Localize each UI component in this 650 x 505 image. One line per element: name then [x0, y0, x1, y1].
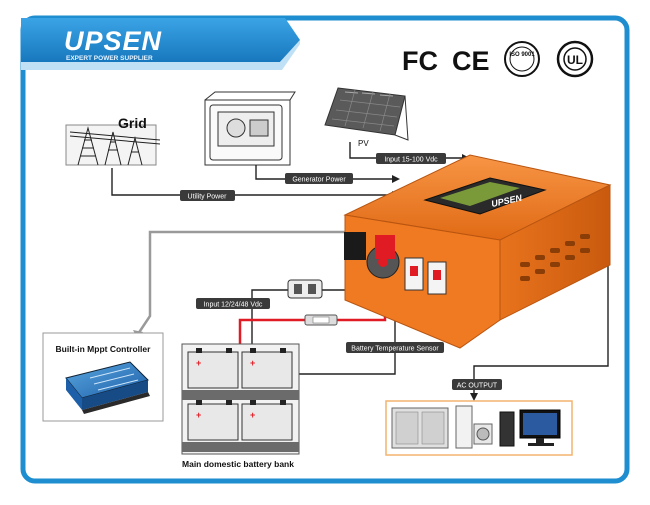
svg-text:+: +	[250, 410, 255, 420]
label-generator-power: Generator Power	[285, 173, 353, 184]
svg-text:Generator Power: Generator Power	[292, 177, 346, 184]
mppt-controller-icon	[65, 361, 150, 414]
dc-terminal-red	[375, 235, 395, 259]
certification-marks: FC CE ISO 9001 UL	[402, 40, 594, 78]
label-input-battery: Input 12/24/48 Vdc	[196, 298, 270, 309]
ce-mark: CE	[452, 46, 490, 76]
fuse-icon	[304, 314, 338, 326]
grid-label: Grid	[118, 115, 147, 131]
header-tab	[21, 18, 300, 62]
logo-text: UPSEN	[64, 26, 162, 56]
inverter-unit: UPSEN	[343, 154, 612, 349]
svg-text:Battery Temperature Sensor: Battery Temperature Sensor	[351, 346, 439, 353]
svg-text:+: +	[196, 410, 201, 420]
grid-tower-icon	[65, 124, 161, 166]
air-conditioner-icon	[455, 405, 493, 449]
dc-breaker-icon	[287, 279, 323, 299]
svg-text:AC OUTPUT: AC OUTPUT	[457, 383, 498, 390]
mppt-link-line	[136, 230, 348, 335]
fc-mark: FC	[402, 46, 438, 76]
brand-logo: UPSEN EXPERT POWER SUPPLIER	[64, 26, 162, 62]
label-utility-power: Utility Power	[180, 190, 235, 201]
label-ac-output: AC OUTPUT	[452, 379, 502, 390]
ul-text: UL	[567, 53, 583, 67]
header-tab-shadow	[21, 40, 300, 70]
pv-label: PV	[358, 139, 369, 148]
battery-bank-label: Main domestic battery bank	[182, 459, 294, 469]
svg-text:+: +	[196, 358, 201, 368]
desktop-computer-icon	[499, 409, 561, 447]
electrical-cabinet-icon	[391, 407, 449, 449]
logo-tagline: EXPERT POWER SUPPLIER	[66, 55, 153, 62]
battery-bank-icon: + + + +	[182, 348, 299, 452]
svg-text:Input 12/24/48 Vdc: Input 12/24/48 Vdc	[204, 302, 263, 309]
solar-panel-icon	[324, 87, 409, 141]
generator-icon	[204, 91, 296, 166]
svg-text:Input 15-100 Vdc: Input 15-100 Vdc	[384, 157, 438, 164]
svg-text:Utility Power: Utility Power	[188, 194, 228, 201]
iso-badge-icon	[504, 41, 540, 77]
vent-slots	[520, 234, 590, 281]
iso-text: ISO 9001	[509, 52, 535, 58]
ul-badge-icon	[556, 40, 594, 78]
outer-frame	[20, 15, 630, 484]
mppt-label: Built-in Mppt Controller	[56, 344, 152, 354]
svg-text:+: +	[250, 358, 255, 368]
label-battery-temp-sensor: Battery Temperature Sensor	[346, 342, 444, 353]
dc-terminal-black	[344, 232, 366, 260]
label-input-pv: Input 15-100 Vdc	[376, 153, 446, 164]
